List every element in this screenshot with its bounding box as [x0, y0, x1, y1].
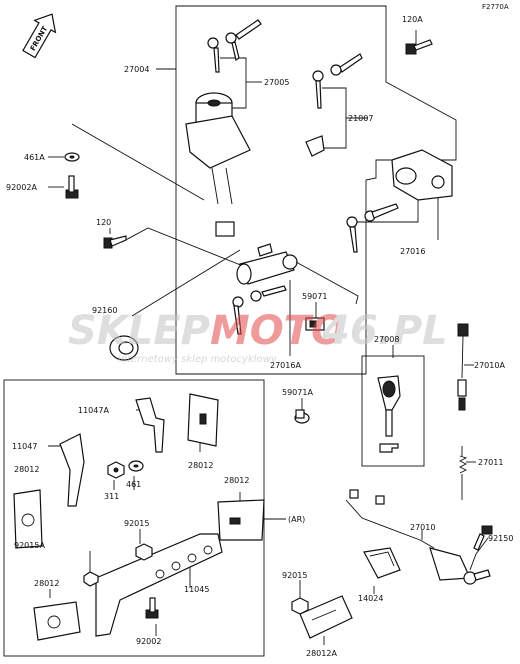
rubber-28012-left-icon	[13, 489, 43, 549]
leader-lines	[48, 30, 489, 645]
cover-14024-icon	[363, 547, 401, 579]
label-27004: 27004	[124, 65, 149, 74]
label-92015a: 92015A	[14, 541, 45, 550]
key-pair-27005-icon	[207, 19, 262, 73]
main-group-frame	[175, 5, 457, 375]
watermark-brand-gray-2: 46.PL	[321, 308, 448, 354]
clip-59071a-icon	[294, 409, 310, 424]
washer-461-icon	[128, 460, 144, 472]
label-ar: (AR)	[288, 515, 305, 524]
diagram-code: F2770A	[482, 3, 509, 11]
label-28012-top: 28012	[188, 461, 213, 470]
label-27016a: 27016A	[270, 361, 301, 370]
bolt-120a-icon	[405, 39, 433, 55]
label-59071a: 59071A	[282, 388, 313, 397]
nut-92015a-icon	[83, 571, 99, 587]
label-28012a: 28012A	[306, 649, 337, 658]
grommet-92160-icon	[109, 335, 139, 361]
label-120: 120	[96, 218, 111, 227]
label-14024: 14024	[358, 594, 383, 603]
bolt-92002a-icon	[65, 175, 79, 199]
clip-59071-icon	[305, 317, 325, 331]
label-27010a: 27010A	[474, 361, 505, 370]
bolt-120-icon	[103, 235, 127, 249]
label-59071: 59071	[302, 292, 327, 301]
ignition-switch-icon	[185, 92, 251, 237]
label-92015-bottom: 92015	[282, 571, 307, 580]
nut-311-icon	[107, 461, 125, 479]
key-blank-27008-icon	[377, 375, 401, 453]
rubber-28012-bottom-icon	[33, 601, 81, 641]
label-27005: 27005	[264, 78, 289, 87]
bolt-92150-icon	[473, 525, 493, 551]
seat-lock-27016-icon	[346, 149, 453, 253]
label-28012-bottom: 28012	[34, 579, 59, 588]
label-21007: 21007	[348, 114, 373, 123]
spring-27011-icon	[458, 446, 468, 500]
label-11047a: 11047A	[78, 406, 109, 415]
label-92002a: 92002A	[6, 183, 37, 192]
watermark-brand-gray: SKLEP	[68, 308, 210, 354]
bracket-11047-icon	[59, 433, 85, 507]
bolt-92002-icon	[145, 597, 159, 619]
label-11045: 11045	[184, 585, 209, 594]
label-28012-ar: 28012	[224, 476, 249, 485]
watermark-tagline: internetowy sklep motocyklowy	[118, 354, 278, 365]
part-labels: 27004 27005 120A 21007 461A 92002A 120 2…	[6, 15, 513, 658]
label-27010: 27010	[410, 523, 435, 532]
label-120a: 120A	[402, 15, 423, 24]
lower-group-frame	[3, 379, 265, 657]
watermark: SKLEP MOTO 46.PL internetowy sklep motoc…	[68, 308, 448, 365]
label-311: 311	[104, 492, 119, 501]
front-arrow-icon: FRONT	[22, 13, 57, 59]
label-461a: 461A	[24, 153, 45, 162]
label-27016: 27016	[400, 247, 425, 256]
watermark-brand-red: MOTO	[210, 308, 345, 354]
helmet-lock-icon	[232, 243, 359, 335]
bracket-11045-icon	[95, 533, 223, 637]
label-92150: 92150	[488, 534, 513, 543]
switch-27010a-icon	[457, 323, 469, 411]
key-box-frame	[361, 355, 425, 467]
label-27011: 27011	[478, 458, 503, 467]
rubber-28012a-icon	[299, 595, 353, 639]
label-92002: 92002	[136, 637, 161, 646]
switch-27010-icon	[345, 489, 491, 585]
bracket-11047a-icon	[135, 397, 165, 453]
label-28012-left: 28012	[14, 465, 39, 474]
rubber-28012-top-icon	[187, 393, 219, 447]
label-27008: 27008	[374, 335, 399, 344]
label-461: 461	[126, 480, 141, 489]
label-92015: 92015	[124, 519, 149, 528]
rubber-28012-ar-icon	[217, 499, 265, 541]
label-11047: 11047	[12, 442, 37, 451]
washer-461a-icon	[64, 152, 80, 162]
label-92160: 92160	[92, 306, 117, 315]
key-pair-21007-icon	[305, 53, 363, 157]
nut-92015-icon	[135, 543, 153, 561]
